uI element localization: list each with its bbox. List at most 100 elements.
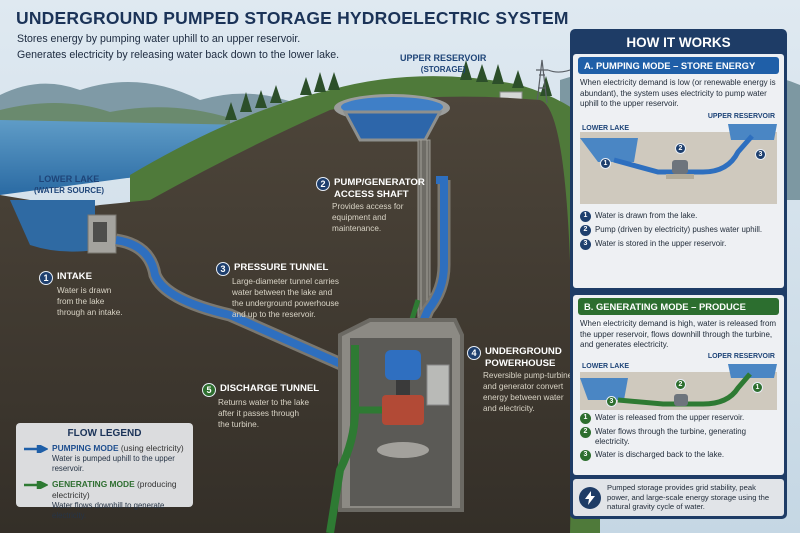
callout-text: the underground powerhouse (232, 299, 339, 308)
step-number-badge: 2 (316, 177, 330, 191)
legend-title: FLOW LEGEND (67, 428, 142, 439)
penstock (406, 176, 448, 352)
pump-turbine (382, 395, 424, 425)
generator-unit (385, 350, 421, 380)
step-text: Water is drawn from the lake. (595, 210, 698, 220)
mini-reservoir (728, 363, 777, 378)
mini-lake (580, 137, 638, 162)
pumping-mode-diagram: UPPER RESERVOIR LOWER LAKE 1 2 3 (578, 112, 779, 208)
turbine-shaft (396, 380, 410, 395)
callout-title: PRESSURE TUNNEL (234, 262, 329, 273)
legend-mode-label: GENERATING MODE (52, 479, 135, 489)
callout-text: and electricity. (483, 404, 535, 413)
mini-lower-lake-label: LOWER LAKE (582, 362, 630, 370)
generating-mode-header: B. GENERATING MODE – PRODUCE ENERGY (578, 298, 779, 329)
callout-title: DISCHARGE TUNNEL (220, 383, 320, 394)
callout-text: Provides access for (332, 202, 404, 211)
blue-arrow-icon (24, 445, 48, 453)
pressure-tunnel (115, 236, 352, 372)
control-panel (426, 364, 450, 406)
generating-mode-diagram: LOPER RESERVOIR LOWER LAKE 1 2 3 (578, 352, 779, 410)
callout-text: the turbine. (218, 420, 259, 429)
lightning-bolt-icon (579, 486, 601, 509)
callout-title: PUMP/GENERATOR (334, 177, 425, 188)
callout-pressure-tunnel: 3 PRESSURE TUNNEL Large-diameter tunnel c… (216, 262, 339, 320)
callout-text: and up to the reservoir. (232, 310, 316, 319)
step-text: Water flows through the turbine, generat… (595, 426, 747, 446)
step-number-badge: 3 (216, 262, 230, 276)
mini-upper-reservoir-label: UPPER RESERVOIR (707, 112, 775, 120)
step-number-badge: 1 (580, 412, 591, 424)
legend-mode-note: (using electricity) (120, 443, 184, 453)
mini-step-badge: 3 (606, 395, 617, 407)
callout-title-line2: ACCESS SHAFT (334, 189, 409, 200)
callout-text: energy between water (483, 393, 564, 402)
mini-reservoir (728, 123, 777, 140)
mini-step-badge: 1 (600, 157, 611, 169)
panel-title: HOW IT WORKS (626, 35, 731, 50)
mini-turbine (674, 393, 688, 406)
upper-reservoir-title: UPPER RESERVOIR (400, 53, 487, 63)
callout-text: Water is drawn (57, 286, 112, 295)
callout-title: INTAKE (57, 271, 92, 282)
step-text: Pump (driven by electricity) pushes wate… (595, 224, 763, 234)
mini-step-badge: 2 (675, 142, 686, 154)
step-number-badge: 3 (580, 238, 591, 250)
mini-lower-lake-label: LOWER LAKE (582, 124, 630, 132)
step-number-badge: 2 (580, 426, 591, 438)
callout-text: Large-diameter tunnel carries (232, 277, 339, 286)
summary-text: Pumped storage provides grid stability, … (607, 483, 770, 512)
lower-lake-subtitle: (WATER SOURCE) (34, 186, 105, 195)
mini-step-badge: 3 (755, 148, 766, 160)
mini-pipe (617, 371, 752, 406)
step-number-badge: 1 (39, 271, 53, 285)
step-number-badge: 1 (580, 210, 591, 222)
callout-text: and generator convert (483, 382, 564, 391)
legend-description: Water is pumped uphill to the upper rese… (52, 454, 175, 473)
callout-text: from the lake (57, 297, 105, 306)
step-item: 3 Water is stored in the upper reservoir. (578, 238, 779, 250)
lower-lake-water (0, 120, 250, 195)
step-item: 1 Water is released from the upper reserv… (578, 412, 779, 424)
page-title: UNDERGROUND PUMPED STORAGE HYDROELECTRIC… (16, 8, 569, 28)
mini-step-badge: 1 (752, 381, 763, 393)
subtitle-line: Stores energy by pumping water uphill to… (17, 33, 301, 45)
callout-text: water between the lake and (232, 288, 333, 297)
upper-reservoir-subtitle: (STORAGE) (420, 65, 466, 74)
summary-note: Pumped storage provides grid stability, … (573, 479, 784, 516)
how-it-works-panel: HOW IT WORKS A. PUMPING MODE – STORE ENE… (570, 29, 787, 519)
intake-grate (93, 222, 107, 242)
step-text: Water is released from the upper reservo… (595, 412, 745, 422)
upper-reservoir-label: UPPER RESERVOIR (STORAGE) (400, 52, 486, 76)
flow-legend: FLOW LEGEND PUMPING MODE (using electric… (16, 423, 193, 520)
step-item: 2 Water flows through the turbine, genera… (578, 426, 779, 447)
generating-steps: 1 Water is released from the upper reserv… (578, 412, 779, 461)
mini-pipe (613, 133, 754, 174)
pumping-mode-header: A. PUMPING MODE – STORE ENERGY (578, 57, 779, 74)
upper-reservoir-basin (342, 110, 443, 142)
callout-title-line2: POWERHOUSE (485, 358, 556, 369)
pumping-mode-card: A. PUMPING MODE – STORE ENERGY When elec… (573, 54, 784, 288)
mini-pump (672, 159, 688, 174)
callout-text: maintenance. (332, 224, 382, 233)
callout-title: UNDERGROUND (485, 346, 562, 357)
step-text: Water is stored in the upper reservoir. (595, 238, 727, 248)
turbine-base (377, 442, 429, 458)
generating-mode-description: When electricity demand is high, water i… (580, 319, 777, 349)
step-number-badge: 5 (202, 383, 216, 397)
green-arrow-icon (24, 481, 48, 489)
lower-lake-title: LOWER LAKE (38, 174, 100, 184)
mini-step-badge: 2 (675, 378, 686, 390)
pumping-mode-description: When electricity demand is low (or renew… (580, 78, 776, 108)
trees (225, 60, 552, 120)
legend-mode-label: PUMPING MODE (52, 443, 119, 453)
callout-text: after it passes through (218, 409, 300, 418)
legend-item-pumping: PUMPING MODE (using electricity) Water i… (24, 443, 185, 474)
